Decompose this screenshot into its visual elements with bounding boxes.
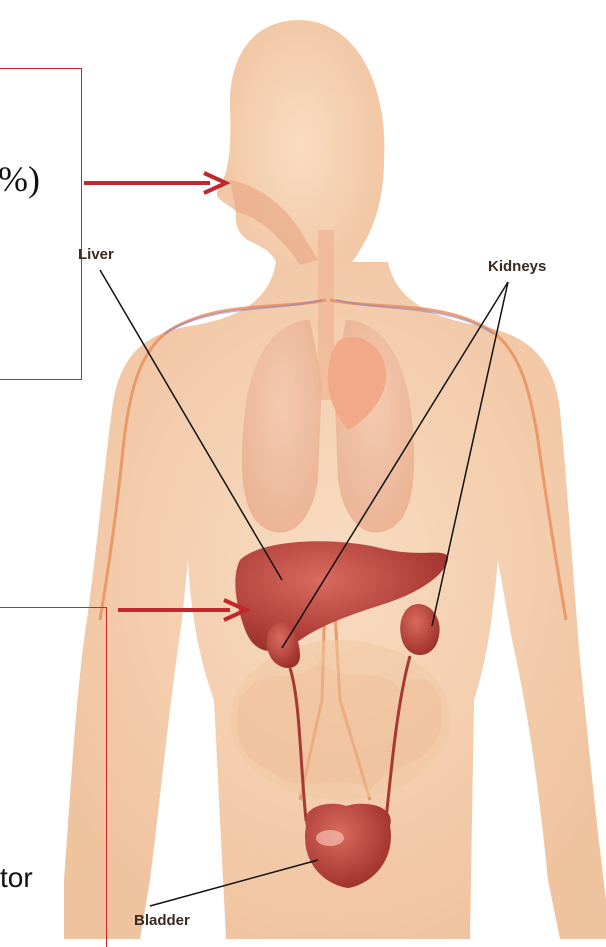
- callout-box-top: [0, 68, 82, 380]
- body-silhouette: [64, 20, 606, 939]
- liver-label: Liver: [78, 246, 114, 263]
- intestines: [230, 640, 450, 800]
- bladder-highlight: [316, 830, 344, 846]
- bladder-label: Bladder: [134, 912, 190, 929]
- callout-top-text-fragment: %): [0, 158, 40, 200]
- callout-box-bottom: [0, 607, 107, 947]
- kidneys-label: Kidneys: [488, 258, 546, 275]
- callout-bottom-text-fragment: tor: [0, 862, 33, 894]
